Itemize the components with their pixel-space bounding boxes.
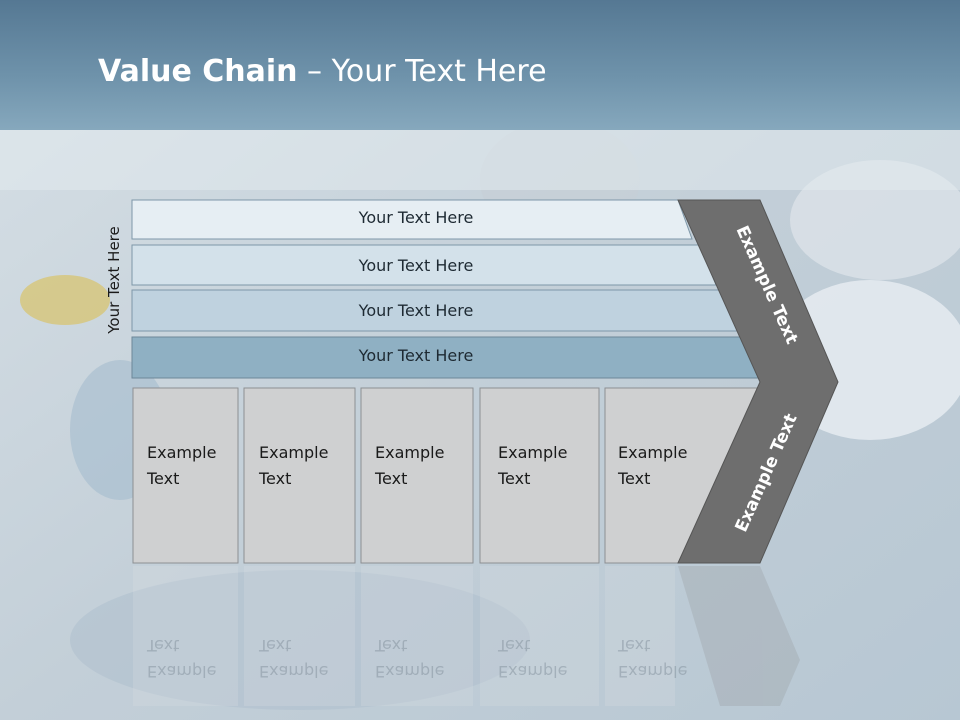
row-label-3: Your Text Here xyxy=(358,301,474,320)
side-label: Your Text Here xyxy=(105,226,123,334)
row-label-4: Your Text Here xyxy=(358,346,474,365)
row-label-2: Your Text Here xyxy=(358,256,474,275)
row-bar-1 xyxy=(131,199,693,240)
title-bar xyxy=(0,0,960,130)
activity-box-1 xyxy=(132,387,239,564)
title-rest: – Your Text Here xyxy=(297,54,547,89)
activity-box-3 xyxy=(360,387,474,564)
activity-box-2 xyxy=(243,387,356,564)
activity-box-4 xyxy=(479,387,600,564)
title-bold: Value Chain xyxy=(98,54,298,89)
reflection xyxy=(133,566,800,706)
row-label-1: Your Text Here xyxy=(358,208,474,227)
slide-title: Value Chain – Your Text Here xyxy=(98,54,547,89)
margin-chevron xyxy=(677,199,839,564)
